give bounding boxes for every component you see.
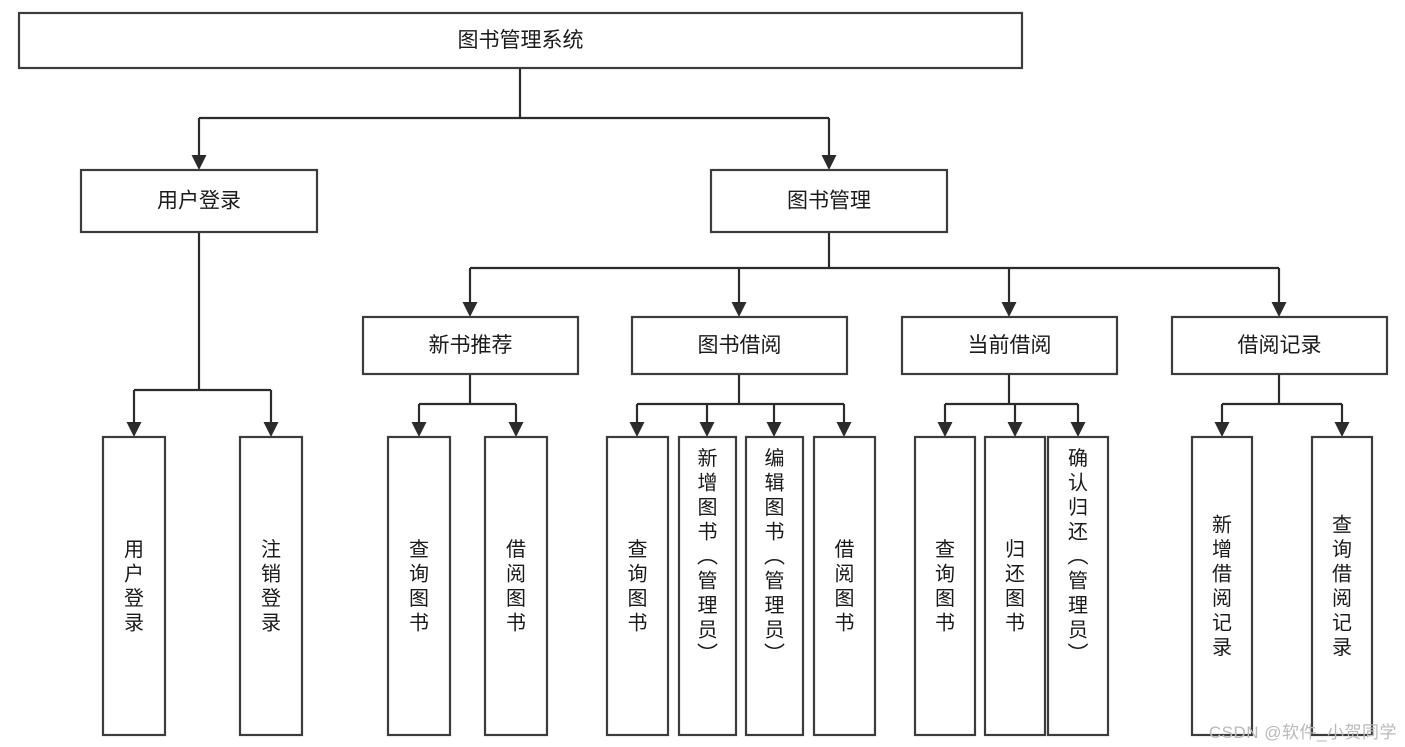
node-label: 确认归还︵管理员︶ <box>1068 447 1089 666</box>
node-label: 查询图书 <box>935 538 955 635</box>
leaf-node-查询图书-2[interactable]: 查询图书 <box>386 435 452 737</box>
arrow-head-icon <box>191 155 207 170</box>
node-box[interactable] <box>983 435 1047 737</box>
node-label: 查询借阅记录 <box>1332 514 1352 660</box>
node-box[interactable] <box>1046 435 1110 737</box>
node-label: 图书借阅 <box>698 334 782 357</box>
arrow-head-icon <box>1001 302 1017 317</box>
leaf-node-归还图书-9[interactable]: 归还图书 <box>983 435 1047 737</box>
connector-group-book-mgmt-to-level3 <box>462 232 1287 317</box>
arrow-head-icon <box>937 422 953 437</box>
node-box[interactable] <box>17 11 1024 70</box>
node-box[interactable] <box>677 435 738 737</box>
node-box[interactable] <box>812 435 877 737</box>
node-label: 注销登录 <box>261 538 281 635</box>
arrow-head-icon <box>1007 422 1023 437</box>
arrow-head-icon <box>1214 422 1230 437</box>
leaf-node-用户登录-0[interactable]: 用户登录 <box>101 435 167 737</box>
arrow-head-icon <box>629 422 645 437</box>
node-label: 图书管理 <box>787 190 871 213</box>
node-box[interactable] <box>386 435 452 737</box>
level2-node-用户登录-0[interactable]: 用户登录 <box>79 168 319 234</box>
node-box[interactable] <box>709 168 949 234</box>
arrow-head-icon <box>821 155 837 170</box>
connector-group-borrow-record-to-leaves <box>1214 374 1350 437</box>
leaf-node-查询图书-4[interactable]: 查询图书 <box>605 435 670 737</box>
node-box[interactable] <box>361 315 580 376</box>
node-box[interactable] <box>744 435 805 737</box>
connector-group-new-book-to-leaves <box>411 374 524 437</box>
leaf-node-编辑图书管理员-6[interactable]: 编辑图书︵管理员︶ <box>744 435 805 737</box>
level3-node-新书推荐-0[interactable]: 新书推荐 <box>361 315 580 376</box>
arrow-head-icon <box>1271 302 1287 317</box>
node-box[interactable] <box>101 435 167 737</box>
node-label: 新增图书︵管理员︶ <box>697 447 718 666</box>
leaf-node-借阅图书-3[interactable]: 借阅图书 <box>483 435 549 737</box>
node-label: 图书管理系统 <box>458 29 584 52</box>
arrow-head-icon <box>462 302 478 317</box>
csdn-watermark: CSDN @软件_小贺同学 <box>1208 723 1397 742</box>
node-label: 当前借阅 <box>968 334 1052 357</box>
arrow-head-icon <box>1334 422 1350 437</box>
leaf-node-新增图书管理员-5[interactable]: 新增图书︵管理员︶ <box>677 435 738 737</box>
node-label: 借阅图书 <box>506 538 526 635</box>
connector-group-user-login-to-leaves <box>126 232 279 437</box>
node-box[interactable] <box>900 315 1119 376</box>
arrow-head-icon <box>411 422 427 437</box>
connector-group-root-to-level2 <box>191 68 837 170</box>
node-label: 借阅图书 <box>835 538 855 635</box>
node-box[interactable] <box>1170 315 1389 376</box>
arrow-head-icon <box>731 302 747 317</box>
node-layer: 图书管理系统用户登录图书管理新书推荐图书借阅当前借阅借阅记录用户登录注销登录查询… <box>17 11 1389 737</box>
arrow-head-icon <box>766 422 782 437</box>
root-node-图书管理系统-0[interactable]: 图书管理系统 <box>17 11 1024 70</box>
node-label: 归还图书 <box>1005 538 1025 635</box>
node-box[interactable] <box>238 435 304 737</box>
node-label: 查询图书 <box>628 538 648 635</box>
node-label: 用户登录 <box>124 539 144 635</box>
arrow-head-icon <box>1070 422 1086 437</box>
node-box[interactable] <box>605 435 670 737</box>
connector-group-book-borrow-to-leaves <box>629 374 852 437</box>
arrow-head-icon <box>263 422 279 437</box>
leaf-node-借阅图书-7[interactable]: 借阅图书 <box>812 435 877 737</box>
node-box[interactable] <box>1190 435 1254 737</box>
level3-node-当前借阅-2[interactable]: 当前借阅 <box>900 315 1119 376</box>
arrow-head-icon <box>126 422 142 437</box>
arrow-head-icon <box>836 422 852 437</box>
node-box[interactable] <box>483 435 549 737</box>
node-label: 新增借阅记录 <box>1212 514 1232 660</box>
level2-node-图书管理-1[interactable]: 图书管理 <box>709 168 949 234</box>
leaf-node-查询图书-8[interactable]: 查询图书 <box>913 435 977 737</box>
leaf-node-新增借阅记录-11[interactable]: 新增借阅记录 <box>1190 435 1254 737</box>
node-box[interactable] <box>79 168 319 234</box>
node-label: 用户登录 <box>157 190 241 213</box>
leaf-node-确认归还管理员-10[interactable]: 确认归还︵管理员︶ <box>1046 435 1110 737</box>
node-box[interactable] <box>630 315 849 376</box>
level3-node-借阅记录-3[interactable]: 借阅记录 <box>1170 315 1389 376</box>
node-box[interactable] <box>1310 435 1374 737</box>
leaf-node-查询借阅记录-12[interactable]: 查询借阅记录 <box>1310 435 1374 737</box>
node-box[interactable] <box>913 435 977 737</box>
connector-group-current-borrow-to-leaves <box>937 374 1086 437</box>
level3-node-图书借阅-1[interactable]: 图书借阅 <box>630 315 849 376</box>
leaf-node-注销登录-1[interactable]: 注销登录 <box>238 435 304 737</box>
arrow-head-icon <box>508 422 524 437</box>
node-label: 借阅记录 <box>1238 334 1322 357</box>
connector-layer <box>126 68 1350 437</box>
node-label: 查询图书 <box>409 538 429 635</box>
arrow-head-icon <box>699 422 715 437</box>
node-label: 编辑图书︵管理员︶ <box>764 447 785 666</box>
node-label: 新书推荐 <box>429 334 513 357</box>
